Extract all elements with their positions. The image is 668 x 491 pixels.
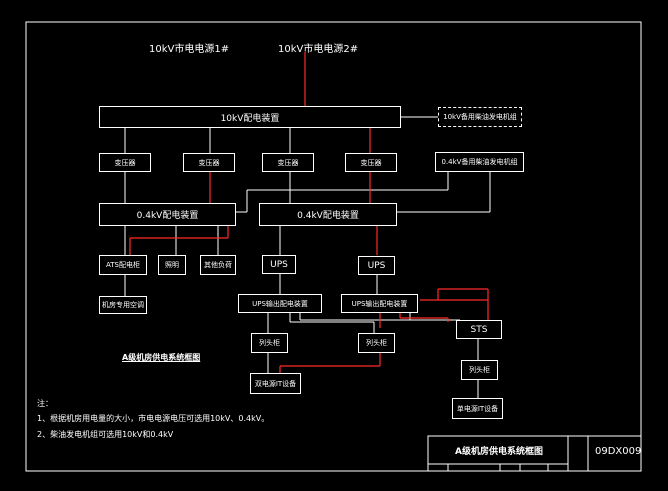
pdu-2: 列头柜 [358, 333, 395, 353]
note-line-2: 2、柴油发电机组可选用10kV和0.4kV [37, 430, 174, 439]
note-line-1: 1、根据机房用电量的大小，市电电源电压可选用10kV、0.4kV。 [37, 414, 270, 423]
source-1-label: 10kV市电电源1# [149, 44, 230, 55]
sts-switch: STS [456, 320, 502, 339]
transformer-2: 变压器 [183, 153, 235, 172]
transformer-1: 变压器 [99, 153, 151, 172]
lv-switchgear-right: 0.4kV配电装置 [259, 203, 397, 226]
transformer-4: 变压器 [345, 153, 397, 172]
outer-border [25, 21, 642, 472]
other-equipment: 其他负荷 [200, 255, 236, 275]
ups-distribution-2: UPS输出配电装置 [341, 294, 418, 313]
backup-generator-hv: 10kV备用柴油发电机组 [438, 107, 522, 127]
lv-backup-generator: 0.4kV备用柴油发电机组 [435, 152, 524, 172]
ups-distribution-1: UPS输出配电装置 [238, 294, 322, 313]
pdu-3: 列头柜 [461, 360, 498, 380]
ups-2: UPS [358, 256, 395, 275]
hv-switchgear: 10kV配电装置 [99, 106, 401, 128]
lv-switchgear-left: 0.4kV配电装置 [99, 203, 236, 226]
precision-ac: 机房专用空调 [99, 296, 147, 314]
lighting: 照明 [158, 255, 186, 275]
title-block-title: A级机房供电系统框图 [455, 447, 543, 457]
title-block-border [427, 435, 642, 472]
single-psu-it: 单电源IT设备 [452, 398, 503, 419]
white-connectors [124, 116, 491, 398]
diagram-caption: A级机房供电系统框图 [122, 353, 201, 362]
ats-panel: ATS配电柜 [99, 255, 147, 275]
red-connectors [129, 52, 489, 373]
frame [25, 21, 642, 472]
title-block-code: 09DX009 [595, 446, 642, 457]
dual-psu-it: 双电源IT设备 [250, 373, 301, 394]
pdu-1: 列头柜 [251, 333, 288, 353]
source-2-label: 10kV市电电源2# [278, 44, 359, 55]
ups-1: UPS [262, 255, 296, 274]
notes-heading: 注： [37, 399, 53, 408]
transformer-3: 变压器 [262, 153, 314, 172]
